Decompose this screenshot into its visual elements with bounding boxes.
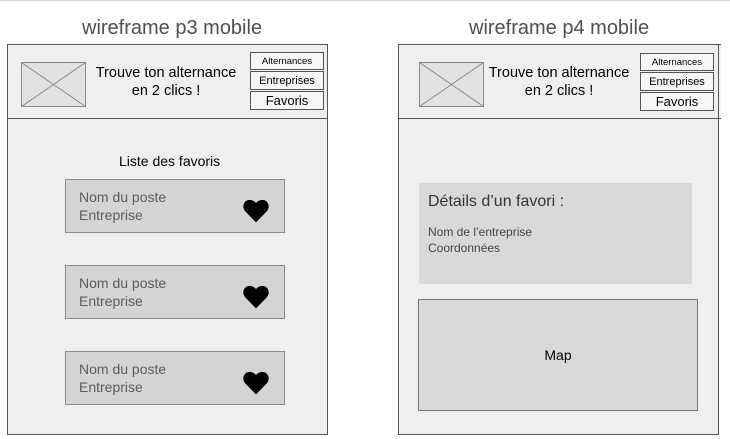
p3-nav-entreprises-button[interactable]: Entreprises [250, 71, 324, 90]
p3-header: Trouve ton alternance en 2 clics ! Alter… [7, 44, 328, 119]
p4-favorite-detail-panel: Détails d’un favori : Nom de l’entrepris… [419, 183, 692, 284]
p3-favorite-card[interactable]: Nom du poste Entreprise [65, 351, 285, 405]
p4-wireframe-title: wireframe p4 mobile [469, 17, 650, 39]
p3-tagline-line2: en 2 clics ! [131, 83, 201, 99]
p4-phone-frame: Trouve ton alternance en 2 clics ! Alter… [398, 44, 721, 435]
p4-logo-placeholder-icon [419, 62, 484, 107]
p3-favorite-card[interactable]: Nom du poste Entreprise [65, 179, 285, 233]
detail-title: Détails d’un favori : [428, 193, 565, 210]
p3-nav-alternances-button[interactable]: Alternances [250, 52, 324, 70]
p3-nav-favoris-button[interactable]: Favoris [250, 91, 324, 110]
card-company: Entreprise [79, 207, 143, 223]
card-job-title: Nom du poste [79, 275, 167, 291]
card-company: Entreprise [79, 379, 143, 395]
p4-tagline-line2: en 2 clics ! [524, 83, 594, 99]
heart-icon[interactable] [243, 285, 269, 309]
p4-tagline-line1: Trouve ton alternance [488, 65, 630, 81]
heart-icon[interactable] [243, 199, 269, 223]
card-company: Entreprise [79, 293, 143, 309]
p4-nav-alternances-button[interactable]: Alternances [640, 53, 714, 71]
p4-nav-favoris-button[interactable]: Favoris [640, 92, 714, 111]
p4-header: Trouve ton alternance en 2 clics ! Alter… [398, 44, 721, 119]
detail-company-name: Nom de l’entreprise [428, 225, 533, 239]
p3-list-title: Liste des favoris [119, 153, 221, 169]
detail-contact-info: Coordonnées [428, 241, 501, 255]
p4-tagline: Trouve ton alternance en 2 clics ! [484, 64, 634, 100]
card-job-title: Nom du poste [79, 189, 167, 205]
p3-tagline-line1: Trouve ton alternance [95, 65, 237, 81]
heart-icon[interactable] [243, 371, 269, 395]
card-job-title: Nom du poste [79, 361, 167, 377]
p3-tagline: Trouve ton alternance en 2 clics ! [91, 64, 241, 100]
p3-logo-placeholder-icon [21, 62, 86, 107]
p3-phone-frame: Trouve ton alternance en 2 clics ! Alter… [7, 44, 328, 435]
p3-favorite-card[interactable]: Nom du poste Entreprise [65, 265, 285, 319]
top-divider [0, 0, 730, 1]
p4-map[interactable]: Map [418, 299, 698, 411]
p4-nav-entreprises-button[interactable]: Entreprises [640, 72, 714, 91]
p3-wireframe-title: wireframe p3 mobile [82, 17, 263, 39]
